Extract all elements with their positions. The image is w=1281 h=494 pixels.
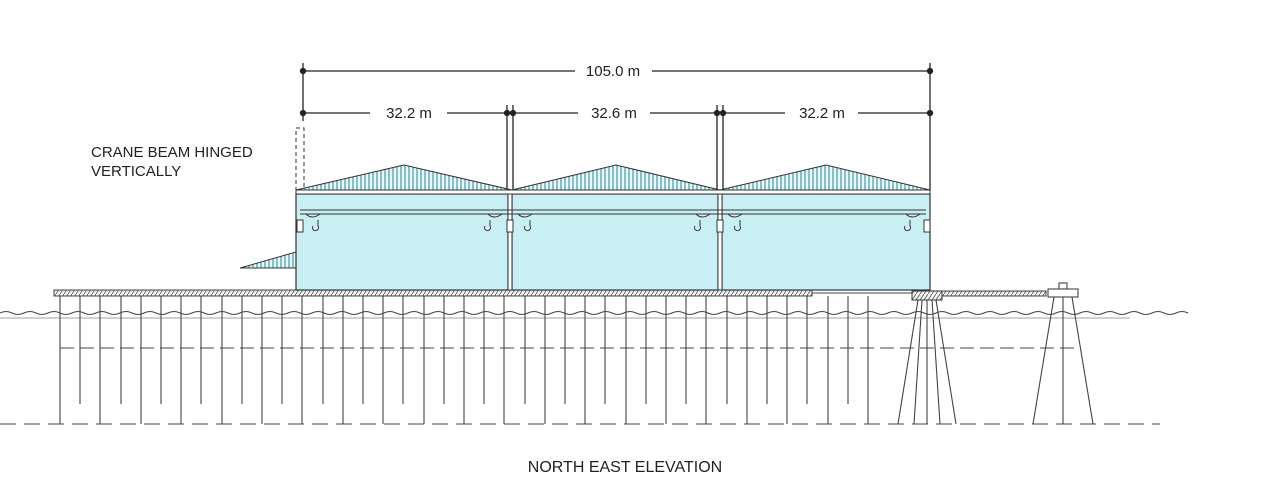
- pier-deck: [53, 289, 813, 297]
- shed-building: [295, 164, 931, 291]
- roof-bay-3: [719, 164, 931, 191]
- walkway-to-dolphin: [941, 290, 1047, 297]
- mooring-dolphin-left: [897, 290, 957, 425]
- mooring-dolphin-right: [1032, 282, 1094, 425]
- roof-bay-1: [295, 164, 513, 191]
- roof-bay-2: [511, 164, 721, 191]
- side-canopy: [239, 251, 297, 269]
- bay-3-dimension-label: 32.2 m: [799, 105, 845, 122]
- crane-beam-note-line-1: CRANE BEAM HINGED: [91, 144, 253, 161]
- crane-beam-note-line-2: VERTICALLY: [91, 163, 181, 180]
- shed-bay-1: [295, 193, 509, 291]
- water-surface: [0, 311, 1189, 425]
- overall-dimension-label: 105.0 m: [586, 63, 640, 80]
- overall-dimension-line: [299, 63, 934, 79]
- shed-bay-3: [721, 193, 931, 291]
- shed-bay-2: [511, 193, 719, 291]
- bay-1-dimension-label: 32.2 m: [386, 105, 432, 122]
- bay-dimension-lines: [299, 79, 934, 190]
- bay-2-dimension-label: 32.6 m: [591, 105, 637, 122]
- pier-piles: [59, 296, 869, 424]
- hinged-crane-beam-outline: [295, 127, 305, 191]
- drawing-title: NORTH EAST ELEVATION: [528, 459, 722, 476]
